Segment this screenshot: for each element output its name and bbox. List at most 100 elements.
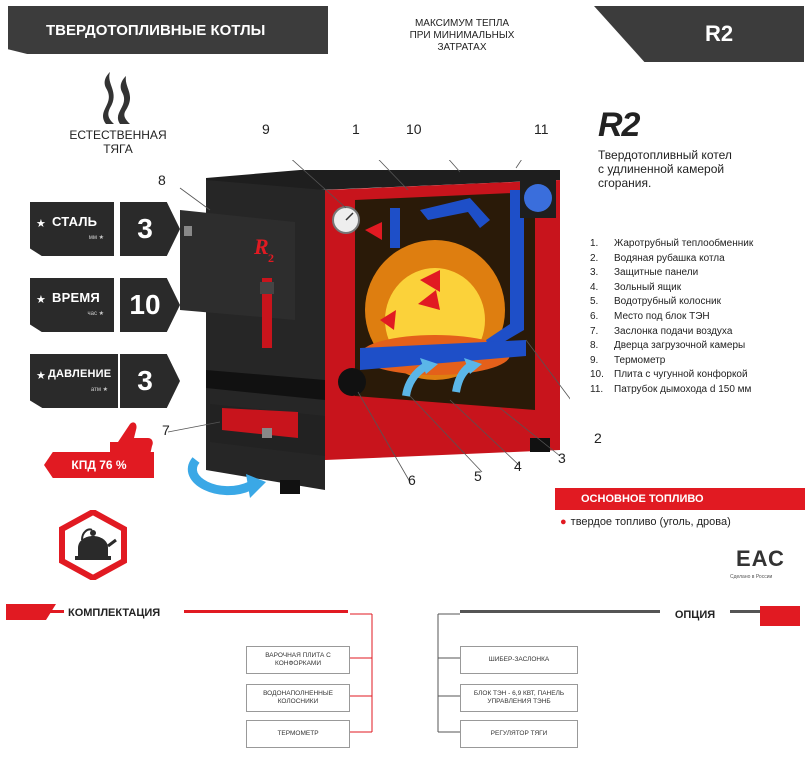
- tagline-line: ПРИ МИНИМАЛЬНЫХ: [409, 30, 515, 41]
- legend-num: 11.: [590, 383, 604, 395]
- tagline-line: МАКСИМУМ ТЕПЛА: [414, 18, 510, 29]
- callout-5: 5: [474, 468, 482, 484]
- spec-value: 3: [120, 354, 180, 408]
- legend-item: 4. Зольный ящик: [590, 281, 805, 296]
- callout-2: 2: [594, 430, 602, 446]
- options-accent: [760, 606, 800, 626]
- legend-num: 9.: [590, 354, 599, 366]
- equipment-item-thermometer: ТЕРМОМЕТР: [246, 720, 350, 748]
- fuel-title: ОСНОВНОЕ ТОПЛИВО: [581, 493, 704, 505]
- spec-name: ВРЕМЯ: [52, 290, 100, 305]
- equipment-accent: [6, 604, 56, 620]
- legend-item: 1. Жаротрубный теплообменник: [590, 237, 805, 252]
- legend-item: 5. Водотрубный колосник: [590, 295, 805, 310]
- legend-text: Жаротрубный теплообменник: [614, 238, 754, 249]
- legend-text: Зольный ящик: [614, 281, 682, 293]
- legend-num: 3.: [590, 267, 599, 279]
- star-icon: ★: [36, 218, 46, 230]
- parts-legend: 1. Жаротрубный теплообменник 2. Водяная ру…: [590, 237, 805, 398]
- svg-text:2: 2: [268, 251, 274, 265]
- description-line: Твердотопливный котел: [598, 148, 732, 162]
- option-item-heater-block: БЛОК ТЭН - 6,9 КВТ, ПАНЕЛЬ УПРАВЛЕНИЯ ТЭ…: [460, 684, 578, 712]
- equipment-title: КОМПЛЕКТАЦИЯ: [64, 604, 184, 622]
- callout-8: 8: [158, 172, 166, 188]
- spec-steel: ★ СТАЛЬ мм ★ 3: [30, 202, 186, 262]
- description-line: сгорания.: [598, 176, 652, 190]
- options-divider: [460, 610, 800, 613]
- spec-value: 3: [120, 202, 180, 256]
- callout-11: 11: [534, 121, 549, 137]
- legend-text: Водотрубный колосник: [614, 296, 721, 308]
- legend-item: 11. Патрубок дымохода d 150 мм: [590, 383, 805, 398]
- boiler-illustration: R 2: [167, 160, 570, 498]
- legend-item: 7. Заслонка подачи воздуха: [590, 325, 805, 340]
- spec-name: ДАВЛЕНИЕ: [48, 368, 112, 380]
- star-icon: ★: [36, 294, 46, 306]
- legend-text: Защитные панели: [614, 267, 699, 279]
- spec-name: СТАЛЬ: [52, 214, 98, 229]
- legend-num: 2.: [590, 252, 599, 264]
- legend-text: Патрубок дымохода d 150 мм: [614, 383, 752, 395]
- legend-num: 1.: [590, 238, 599, 249]
- legend-item: 2. Водяная рубашка котла: [590, 252, 805, 267]
- callout-10: 10: [406, 121, 422, 137]
- callout-1: 1: [352, 121, 360, 137]
- kettle-icon: [59, 510, 127, 580]
- fuel-text: твердое топливо (уголь, дрова): [570, 516, 731, 528]
- spec-ribbon: ★ ДАВЛЕНИЕ атм ★: [30, 354, 118, 408]
- category-title: ТВЕРДОТОПЛИВНЫЕ КОТЛЫ: [46, 21, 266, 39]
- legend-text: Водяная рубашка котла: [614, 252, 725, 264]
- legend-num: 4.: [590, 281, 599, 293]
- product-description: Твердотопливный котел с удлиненной камер…: [598, 148, 798, 190]
- legend-num: 6.: [590, 310, 599, 322]
- spec-ribbon: ★ ВРЕМЯ час ★: [30, 278, 114, 332]
- efficiency-value: КПД 76 %: [71, 458, 127, 472]
- option-item-draft-regulator: РЕГУЛЯТОР ТЯГИ: [460, 720, 578, 748]
- spec-ribbon: ★ СТАЛЬ мм ★: [30, 202, 114, 256]
- fuel-item: ●твердое топливо (уголь, дрова): [560, 516, 731, 528]
- spec-time: ★ ВРЕМЯ час ★ 10: [30, 278, 186, 338]
- legend-text: Дверца загрузочной камеры: [614, 340, 746, 352]
- spec-value: 10: [120, 278, 180, 332]
- callout-7: 7: [162, 422, 170, 438]
- legend-text: Заслонка подачи воздуха: [614, 325, 733, 337]
- star-icon: ★: [36, 370, 46, 382]
- spec-unit: мм ★: [88, 235, 104, 241]
- draft-label-line: ЕСТЕСТВЕННАЯ: [69, 128, 167, 142]
- legend-item: 6. Место под блок ТЭН: [590, 310, 805, 325]
- legend-num: 10.: [590, 369, 604, 381]
- category-banner: ТВЕРДОТОПЛИВНЫЕ КОТЛЫ: [8, 6, 328, 54]
- tagline: МАКСИМУМ ТЕПЛА ПРИ МИНИМАЛЬНЫХ ЗАТРАТАХ: [372, 18, 552, 54]
- smoke-icon: [103, 72, 131, 124]
- legend-text: Термометр: [614, 354, 666, 366]
- legend-text: Место под блок ТЭН: [614, 310, 710, 322]
- efficiency-badge: КПД 76 %: [44, 452, 154, 478]
- model-banner: R2: [594, 6, 804, 62]
- spec-pressure: ★ ДАВЛЕНИЕ атм ★ 3: [30, 354, 186, 414]
- eac-subtitle: Сделано в России: [730, 574, 773, 580]
- product-logo: R2: [598, 106, 640, 144]
- callout-3: 3: [558, 450, 566, 466]
- tagline-line: ЗАТРАТАХ: [437, 42, 487, 53]
- natural-draft-label: ЕСТЕСТВЕННАЯ ТЯГА: [58, 128, 178, 156]
- bullet-icon: ●: [560, 516, 567, 528]
- option-item-damper: ШИБЕР-ЗАСЛОНКА: [460, 646, 578, 674]
- spec-unit: час ★: [87, 311, 104, 317]
- legend-num: 5.: [590, 296, 599, 308]
- svg-text:R: R: [253, 234, 269, 259]
- callout-9: 9: [262, 121, 270, 137]
- description-line: с удлиненной камерой: [598, 162, 725, 176]
- equipment-item-grates: ВОДОНАПОЛНЕННЫЕ КОЛОСНИКИ: [246, 684, 350, 712]
- options-title: ОПЦИЯ: [660, 606, 730, 624]
- legend-item: 8.Дверца загрузочной камеры: [590, 339, 805, 354]
- legend-num: 7.: [590, 325, 599, 337]
- legend-item: 10.Плита с чугунной конфоркой: [590, 368, 805, 383]
- eac-mark: ЕАС: [736, 546, 785, 571]
- fuel-banner: ОСНОВНОЕ ТОПЛИВО: [555, 488, 805, 510]
- model-title: R2: [704, 21, 734, 46]
- legend-item: 9. Термометр: [590, 354, 805, 369]
- spec-unit: атм ★: [90, 387, 108, 393]
- legend-item: 3. Защитные панели: [590, 266, 805, 281]
- callout-6: 6: [408, 472, 416, 488]
- draft-label-line: ТЯГА: [103, 142, 133, 156]
